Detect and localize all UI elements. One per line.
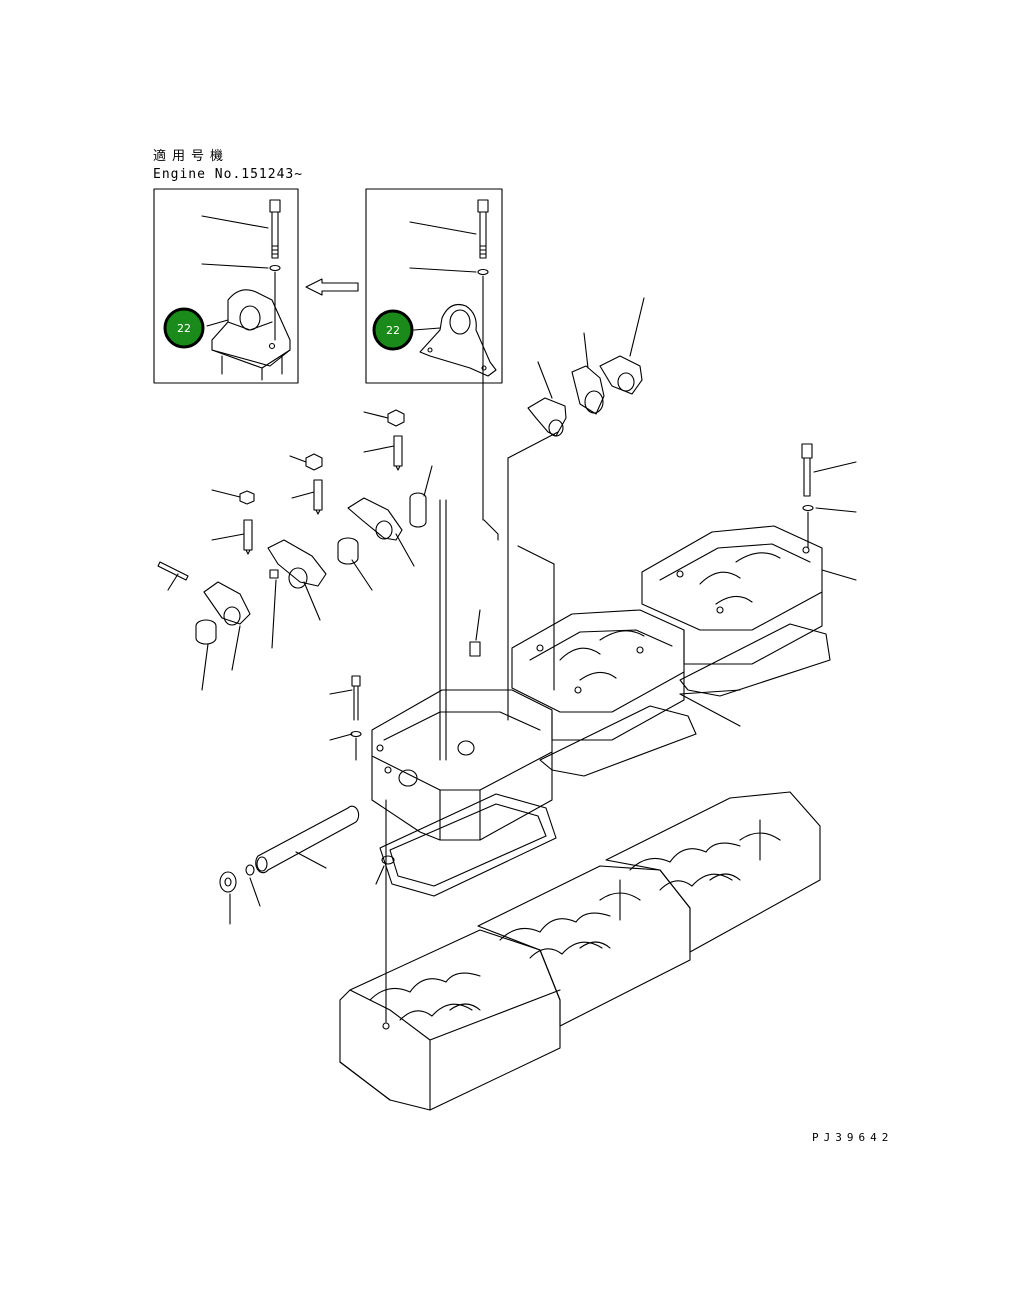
rocker-shaft (219, 805, 360, 925)
callout-22-inset-old[interactable]: 22 (372, 309, 414, 351)
callout-label: 22 (177, 322, 191, 335)
engine-number-label: Engine No.151243~ (153, 167, 304, 182)
rocker-arm-group-upper (527, 297, 645, 437)
callout-label: 22 (386, 324, 400, 337)
drawing-id-label: PJ39642 (812, 1131, 894, 1144)
rocker-housing-rear (641, 443, 857, 665)
adjusting-screw-parts (157, 409, 433, 691)
cylinder-head-rear (605, 791, 821, 953)
applicable-serial-label: 適用号機 (153, 149, 230, 164)
inset-old-bracket (365, 188, 503, 521)
gaskets (375, 623, 831, 897)
callout-22-inset-new[interactable]: 22 (163, 307, 205, 349)
rocker-housing-middle (507, 457, 685, 741)
rocker-housing-front (371, 499, 553, 841)
inset-new-bracket (153, 188, 299, 384)
replacement-arrow (305, 278, 359, 296)
cylinder-head-middle (477, 865, 691, 1027)
cylinder-head-front (339, 929, 561, 1111)
